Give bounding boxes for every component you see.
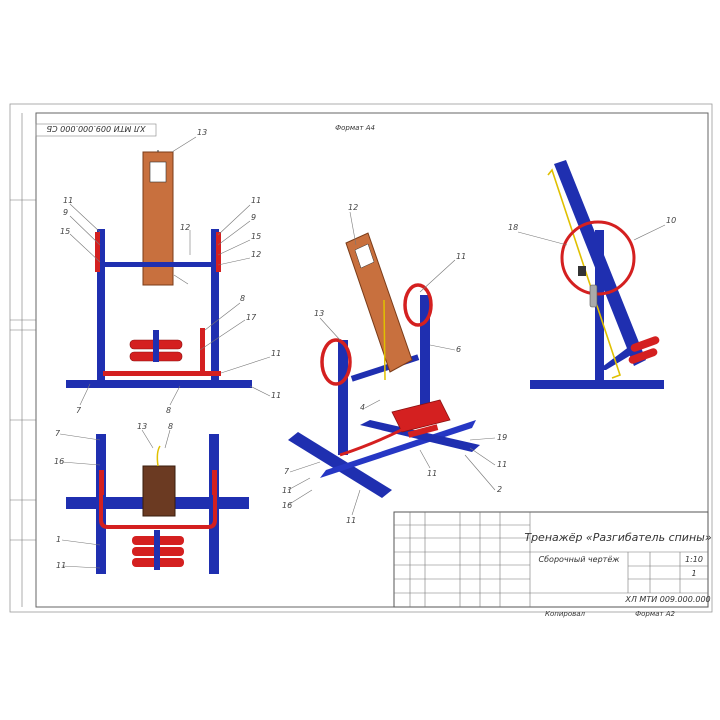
callout: 13: [197, 128, 207, 137]
front-right-upright: [211, 229, 219, 382]
front-top-crossbar: [97, 262, 219, 267]
callout: 16: [54, 457, 64, 466]
top-pad: [142, 465, 176, 517]
top-left-stamp-text: ХЛ МТИ 009.000.000 СБ: [46, 124, 146, 133]
iso-back-pad: [345, 232, 413, 373]
callout: 12: [251, 250, 261, 259]
title-block-sheet: 1: [691, 569, 696, 578]
callout: 9: [63, 208, 68, 217]
iso-foot-assembly: [391, 399, 451, 433]
front-view: 13 11 9 15 12 11 9 15 12 8 17 11 11 7 8: [60, 128, 281, 415]
sheet-inner-frame: [35, 112, 709, 608]
iso-right-upright: [420, 295, 430, 415]
callout: 11: [497, 460, 507, 469]
top-view: 7 16 13 8 1 11: [54, 422, 249, 574]
front-left-handle: [95, 232, 100, 272]
callout: 8: [168, 422, 173, 431]
callout: 11: [251, 196, 261, 205]
top-red-pipe: [99, 492, 217, 529]
callout: 11: [56, 561, 66, 570]
callout: 10: [666, 216, 676, 225]
title-block: Тренажёр «Разгибатель спины» Сборочный ч…: [393, 511, 712, 608]
front-left-upright: [97, 229, 105, 382]
side-view-callouts: 18 10: [508, 216, 676, 232]
callout: 11: [456, 252, 466, 261]
bottom-stamp-left: Копировал: [545, 610, 586, 618]
title-block-line1: Тренажёр «Разгибатель спины»: [524, 531, 711, 544]
front-view-callouts: 13 11 9 15 12 11 9 15 12 8 17 11 11 7 8: [60, 128, 281, 415]
callout: 1: [56, 535, 61, 544]
callout: 7: [55, 429, 61, 438]
top-center-stamp: Формат А4: [335, 124, 375, 132]
callout: 8: [240, 294, 245, 303]
callout: 11: [427, 469, 437, 478]
front-lower-pipe: [103, 371, 221, 376]
callout: 11: [346, 516, 356, 525]
side-view: 18 10: [508, 160, 676, 389]
iso-base-beam-a: [288, 432, 392, 498]
isometric-view: 12 11 13 6 4 7 11 16 11 19 11 2 11: [282, 203, 507, 525]
left-margin-strip: [10, 113, 36, 607]
side-base-beam: [530, 380, 664, 389]
front-base-beam: [66, 380, 252, 388]
side-foot-roller-2: [628, 348, 658, 364]
bottom-stamp-right: Формат А2: [635, 610, 675, 618]
callout: 2: [497, 485, 502, 494]
isometric-view-callouts: 12 11 13 6 4 7 11 16 11 19 11 2 11: [282, 203, 507, 525]
callout: 19: [497, 433, 507, 442]
callout: 12: [348, 203, 358, 212]
callout: 13: [137, 422, 147, 431]
side-vertical-post: [595, 230, 604, 382]
callout: 11: [63, 196, 73, 205]
callout: 11: [271, 391, 281, 400]
callout: 9: [251, 213, 256, 222]
callout: 16: [282, 501, 292, 510]
callout: 15: [60, 227, 70, 236]
callout: 17: [246, 313, 257, 322]
front-pad-warning-label: [149, 161, 167, 183]
callout: 6: [456, 345, 461, 354]
top-left-stamp: ХЛ МТИ 009.000.000 СБ: [35, 123, 157, 137]
callout: 7: [284, 467, 290, 476]
callout: 13: [314, 309, 324, 318]
title-block-scale: 1:10: [685, 555, 703, 564]
callout: 11: [271, 349, 281, 358]
iso-left-handle-ring: [320, 338, 352, 386]
callout: 8: [166, 406, 171, 415]
callout: 7: [76, 406, 82, 415]
side-foot-roller-1: [630, 336, 660, 352]
iso-right-handle-ring: [403, 283, 433, 327]
title-block-designation: ХЛ МТИ 009.000.000: [624, 595, 710, 604]
side-handle-ring: [560, 220, 636, 296]
callout: 15: [251, 232, 261, 241]
title-block-line2: Сборочный чертёж: [539, 555, 621, 564]
top-view-callouts: 7 16 13 8 1 11: [54, 422, 173, 570]
callout: 11: [282, 486, 292, 495]
callout: 12: [180, 223, 190, 232]
front-right-handle: [216, 232, 221, 272]
callout: 18: [508, 223, 518, 232]
iso-left-upright: [338, 340, 348, 455]
iso-base-beam-c: [360, 420, 480, 452]
callout: 4: [360, 403, 365, 412]
iso-pad-warning-label: [354, 243, 375, 269]
iso-base-beam-b: [320, 420, 476, 478]
